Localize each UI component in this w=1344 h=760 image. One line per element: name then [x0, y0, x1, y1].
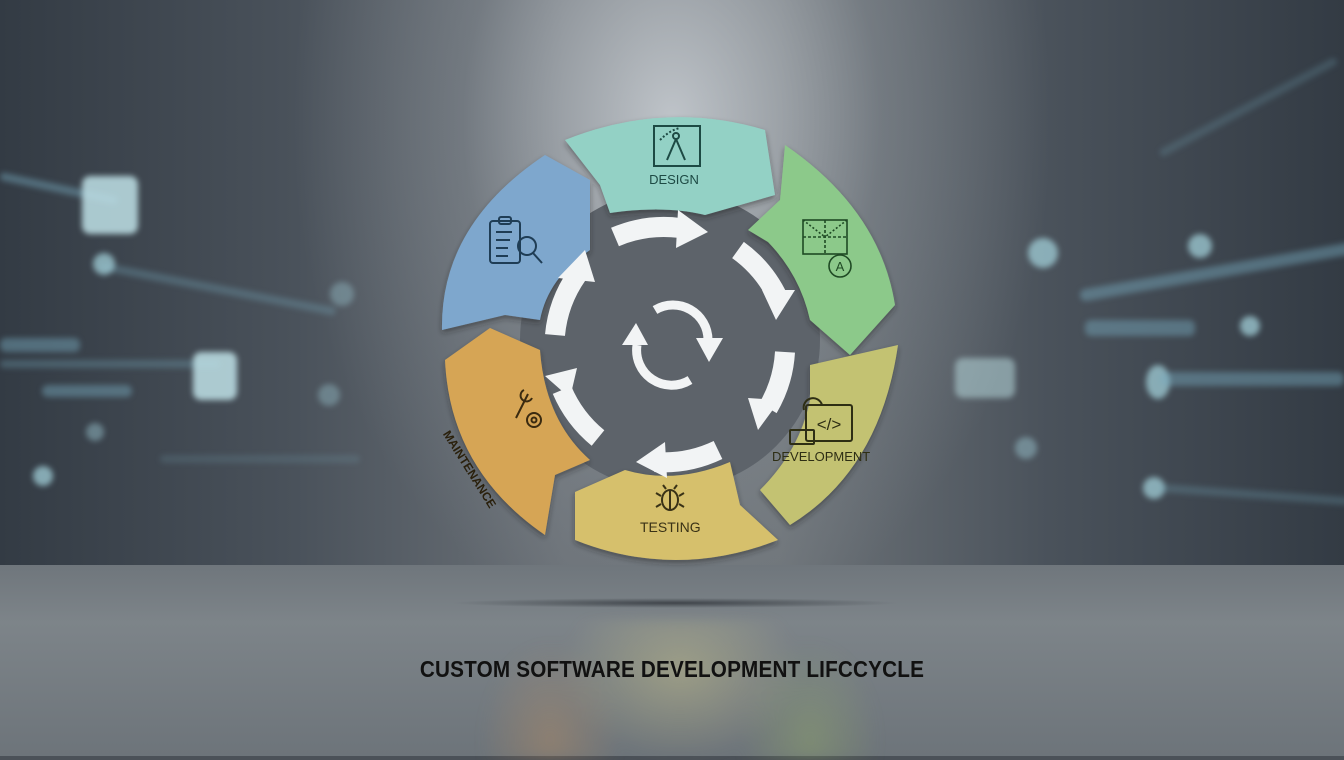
stage-architecture-segment[interactable] [748, 145, 895, 355]
diagram-title: CUSTOM SOFTWARE DEVELOPMENT LIFCCYCLE [419, 656, 925, 682]
stage-development-label: DEVELOPMENT [772, 449, 871, 464]
stage-testing-segment[interactable] [575, 462, 778, 560]
letter-a-glyph: A [836, 259, 845, 274]
stage-design-label: DESIGN [649, 172, 699, 187]
design-compass-icon [653, 125, 701, 167]
refresh-cycle-icon [632, 300, 713, 390]
cycle-arrowheads [545, 210, 795, 478]
wrench-gear-icon [515, 389, 542, 428]
code-brackets-glyph: </> [817, 415, 842, 434]
clipboard-search-icon [489, 216, 543, 264]
stage-development-segment[interactable] [760, 345, 898, 525]
stage-maintenance-segment[interactable] [445, 328, 590, 535]
code-laptop-icon [789, 397, 853, 445]
stage-requirements-segment[interactable] [441, 155, 590, 330]
floor-shadow [450, 598, 900, 608]
floor-reflection [470, 620, 890, 760]
floor [0, 565, 1344, 756]
bug-icon [655, 484, 685, 511]
stage-testing-label: TESTING [640, 519, 701, 535]
wireframe-grid-icon [802, 219, 852, 278]
